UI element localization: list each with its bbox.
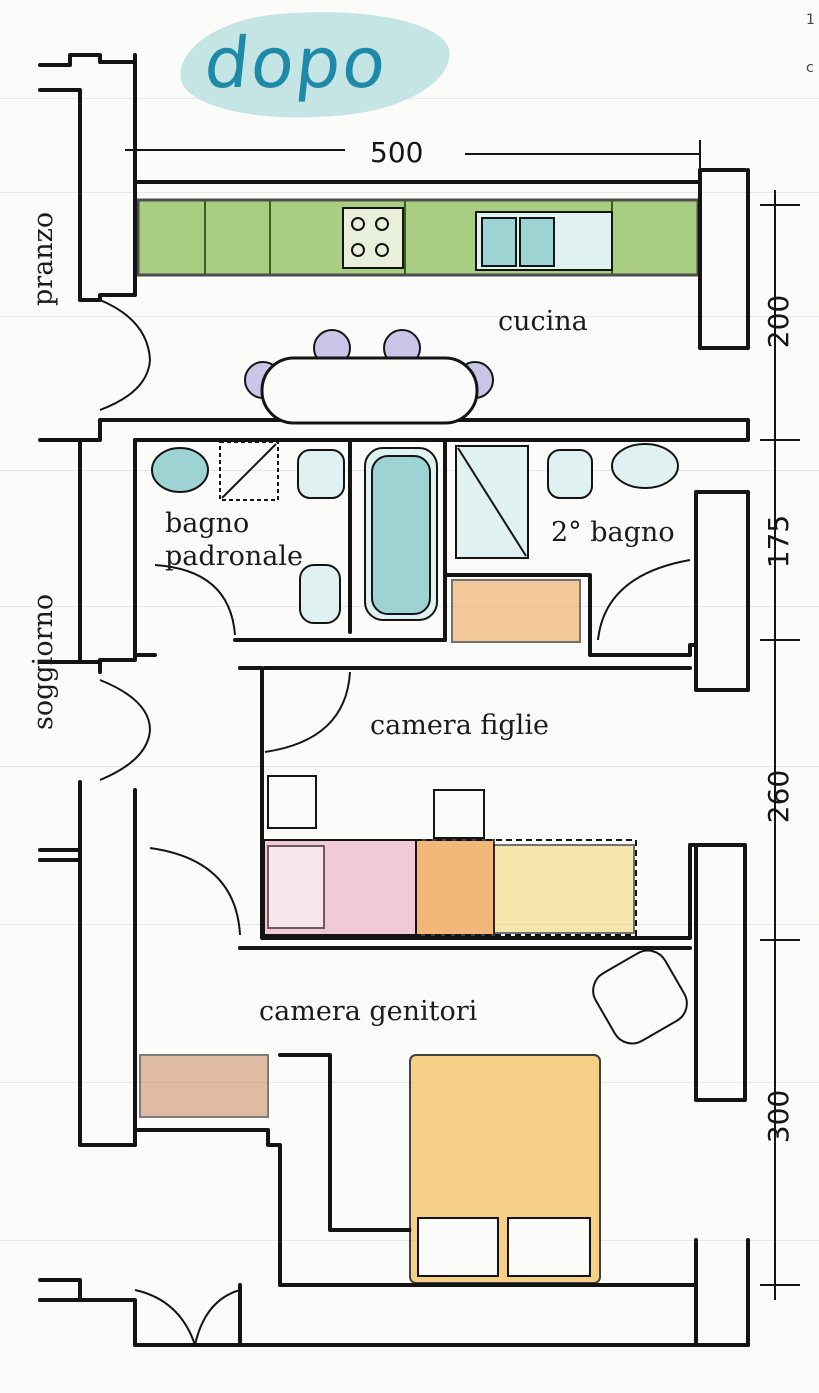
room-label-secondo-bagno: 2° bagno	[551, 517, 675, 548]
wall-right-mid	[694, 490, 750, 692]
dimension-label-camera-figlie: 260	[762, 769, 796, 824]
kitchen-counter	[136, 198, 700, 277]
dining-table	[244, 329, 494, 425]
wardrobe-corridor	[451, 579, 581, 643]
room-label-bagno-padronale-1: bagno	[165, 508, 250, 539]
wall-right-lower	[688, 843, 747, 1102]
room-label-camera-genitori: camera genitori	[259, 996, 478, 1027]
wall-genitori-niche	[278, 1053, 412, 1232]
grid-line	[0, 192, 819, 193]
wall-left-mid-2	[38, 660, 102, 674]
room-label-cucina: cucina	[498, 306, 588, 337]
grid-line	[0, 98, 819, 99]
wall-right-bottom	[694, 1238, 750, 1347]
room-label-pranzo: pranzo	[28, 211, 59, 306]
master-bed	[139, 949, 688, 1284]
wall-bottom	[38, 1278, 750, 1347]
wall-figlie	[238, 666, 692, 940]
wall-left-mid	[78, 438, 137, 664]
grid-line	[0, 316, 819, 317]
wall-stub	[38, 848, 82, 862]
wall-right-upper	[698, 168, 750, 350]
edge-mark: c	[806, 60, 814, 76]
dimension-label-bagni: 175	[762, 514, 796, 569]
dimension-label-cucina: 200	[762, 294, 796, 349]
room-label-bagno-padronale-2: padronale	[165, 541, 303, 572]
wall-left-lower	[78, 780, 698, 1287]
grid-line	[0, 766, 819, 767]
edge-mark: 1	[806, 12, 815, 28]
room-label-camera-figlie: camera figlie	[370, 710, 549, 741]
doors	[99, 299, 691, 1346]
kids-beds	[263, 775, 637, 936]
dimension-label-width: 500	[370, 136, 424, 169]
dimension-label-camera-genitori: 300	[762, 1089, 796, 1144]
dimension-lines	[125, 140, 800, 1300]
bath-fixtures	[151, 441, 679, 624]
wall-top	[38, 53, 747, 184]
room-label-soggiorno: soggiorno	[28, 593, 59, 730]
